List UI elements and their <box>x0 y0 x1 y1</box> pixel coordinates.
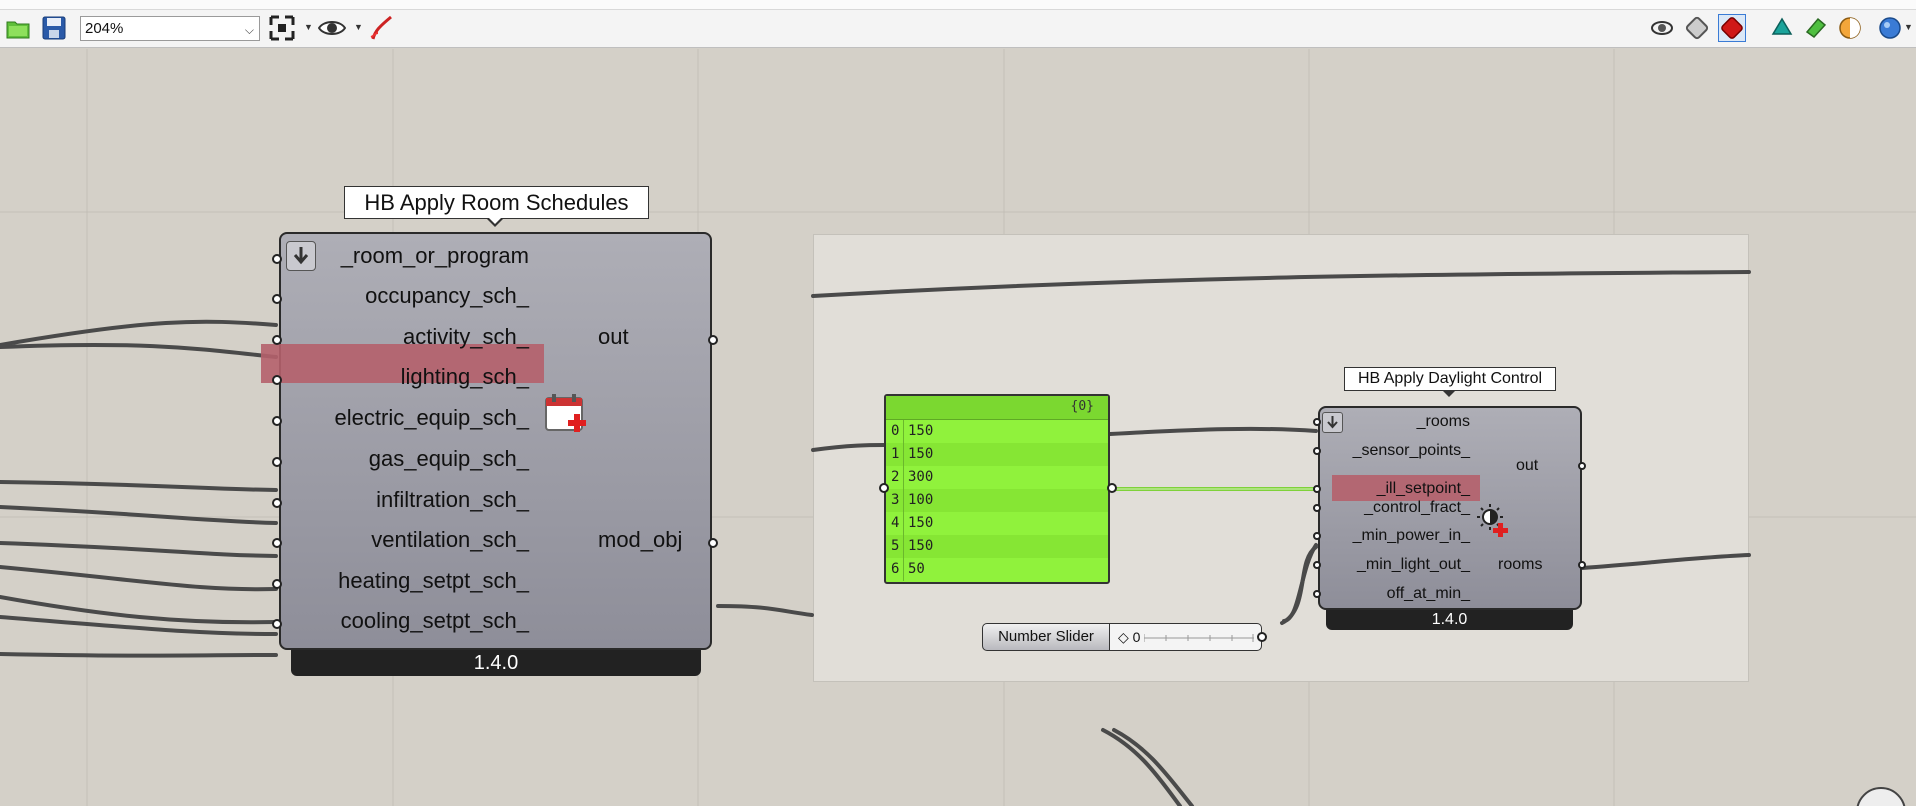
input-grip-5[interactable] <box>1313 561 1321 569</box>
input-infiltration-sch[interactable]: infiltration_sch_ <box>376 487 529 512</box>
input-off-at-min[interactable]: off_at_min_ <box>1386 585 1470 602</box>
daylight-control-component-icon <box>1476 503 1510 542</box>
zoom-select[interactable]: 204% ⌵ <box>80 16 260 41</box>
component-nickname: HB Apply Room Schedules <box>344 186 649 219</box>
slider-output-grip[interactable] <box>1257 632 1267 642</box>
input-grip-1[interactable] <box>272 294 282 304</box>
zoom-extents-icon[interactable] <box>268 14 296 42</box>
input-grip-4[interactable] <box>272 416 282 426</box>
preview-menu-caret[interactable]: ▼ <box>354 22 363 32</box>
slider-ticks <box>1144 634 1254 642</box>
input-grip-8[interactable] <box>272 579 282 589</box>
preview-eye-icon[interactable] <box>318 14 346 42</box>
input-activity-sch[interactable]: activity_sch_ <box>403 324 529 349</box>
input-grip-5[interactable] <box>272 457 282 467</box>
input-grip-6[interactable] <box>1313 590 1321 598</box>
output-grip-out[interactable] <box>708 335 718 345</box>
nickname-pointer <box>1442 390 1456 397</box>
component-body[interactable] <box>1318 406 1582 610</box>
input-occupancy-sch[interactable]: occupancy_sch_ <box>365 283 529 308</box>
display-color-icon[interactable] <box>1836 14 1864 42</box>
zoom-menu-caret[interactable]: ▼ <box>304 22 313 32</box>
panel-path-header: {0} <box>886 396 1108 420</box>
highlighted-input <box>1332 475 1480 501</box>
input-heating-setpt-sch[interactable]: heating_setpt_sch_ <box>338 568 529 593</box>
slider-label: Number Slider <box>982 623 1110 651</box>
component-version: 1.4.0 <box>291 650 701 676</box>
panel-path: {0} <box>1070 399 1094 414</box>
component-version: 1.4.0 <box>1326 610 1573 630</box>
input-ill-setpoint[interactable]: _ill_setpoint_ <box>1376 480 1470 497</box>
output-grip-rooms[interactable] <box>1578 561 1586 569</box>
display-menu-caret[interactable]: ▼ <box>1904 22 1913 32</box>
input-gas-equip-sch[interactable]: gas_equip_sch_ <box>368 446 529 471</box>
input-grip-1[interactable] <box>1313 447 1321 455</box>
input-grip-9[interactable] <box>272 619 282 629</box>
input-grip-2[interactable] <box>1313 485 1321 493</box>
save-icon[interactable] <box>40 14 68 42</box>
preview-mode-selected-icon[interactable] <box>1718 14 1746 42</box>
panel-output-grip[interactable] <box>1107 483 1117 493</box>
input-sensor-points[interactable]: _sensor_points_ <box>1352 442 1470 459</box>
preview-mode-shaded-icon[interactable] <box>1683 14 1711 42</box>
panel-input-grip[interactable] <box>879 483 889 493</box>
input-electric-equip-sch[interactable]: electric_equip_sch_ <box>334 405 529 430</box>
output-out[interactable]: out <box>598 324 629 349</box>
input-grip-6[interactable] <box>272 498 282 508</box>
output-grip-out[interactable] <box>1578 462 1586 470</box>
input-grip-0[interactable] <box>272 254 282 264</box>
display-sphere-icon[interactable] <box>1876 14 1904 42</box>
slider-track[interactable]: ◇ 0 <box>1109 623 1262 651</box>
output-grip-mod-obj[interactable] <box>708 538 718 548</box>
display-surfaces-icon[interactable] <box>1802 14 1830 42</box>
input-room-or-program[interactable]: _room_or_program <box>340 243 529 268</box>
input-grip-3[interactable] <box>1313 504 1321 512</box>
wires <box>0 270 1751 806</box>
flatten-input-icon[interactable] <box>286 241 316 271</box>
highlighted-input <box>261 344 544 383</box>
input-lighting-sch[interactable]: lighting_sch_ <box>400 364 529 389</box>
input-ventilation-sch[interactable]: ventilation_sch_ <box>371 527 529 552</box>
component-nickname: HB Apply Daylight Control <box>1344 367 1556 391</box>
preview-mode-wireframe-icon[interactable] <box>1648 14 1676 42</box>
input-grip-4[interactable] <box>1313 532 1321 540</box>
open-file-icon[interactable] <box>4 14 32 42</box>
input-rooms[interactable]: _rooms <box>1416 413 1470 430</box>
output-mod-obj[interactable]: mod_obj <box>598 527 683 552</box>
output-rooms[interactable]: rooms <box>1498 556 1543 573</box>
input-cooling-setpt-sch[interactable]: cooling_setpt_sch_ <box>340 608 529 633</box>
display-mesh-icon[interactable] <box>1768 14 1796 42</box>
input-control-fract[interactable]: _control_fract_ <box>1364 499 1470 516</box>
grasshopper-canvas[interactable]: HB Apply Room Schedules 1.4.0 _room_or_p… <box>0 49 1916 806</box>
toolbar: 204% ⌵ ▼ ▼ ▼ <box>0 0 1916 48</box>
flatten-input-icon[interactable] <box>1322 412 1343 433</box>
slider-value: ◇ 0 <box>1118 629 1141 645</box>
zoom-value: 204% <box>85 20 124 37</box>
input-grip-7[interactable] <box>272 538 282 548</box>
nickname-pointer-inner <box>488 217 502 224</box>
input-min-light-out[interactable]: _min_light_out_ <box>1357 556 1470 573</box>
input-grip-3[interactable] <box>272 375 282 385</box>
title-strip <box>0 0 1916 10</box>
output-out[interactable]: out <box>1516 457 1539 474</box>
input-grip-0[interactable] <box>1313 418 1321 426</box>
schedule-component-icon <box>544 392 588 439</box>
input-grip-2[interactable] <box>272 335 282 345</box>
chevron-down-icon: ⌵ <box>244 23 254 37</box>
sketch-pen-icon[interactable] <box>368 14 396 42</box>
input-min-power-in[interactable]: _min_power_in_ <box>1352 527 1470 544</box>
component-body[interactable] <box>279 232 712 650</box>
